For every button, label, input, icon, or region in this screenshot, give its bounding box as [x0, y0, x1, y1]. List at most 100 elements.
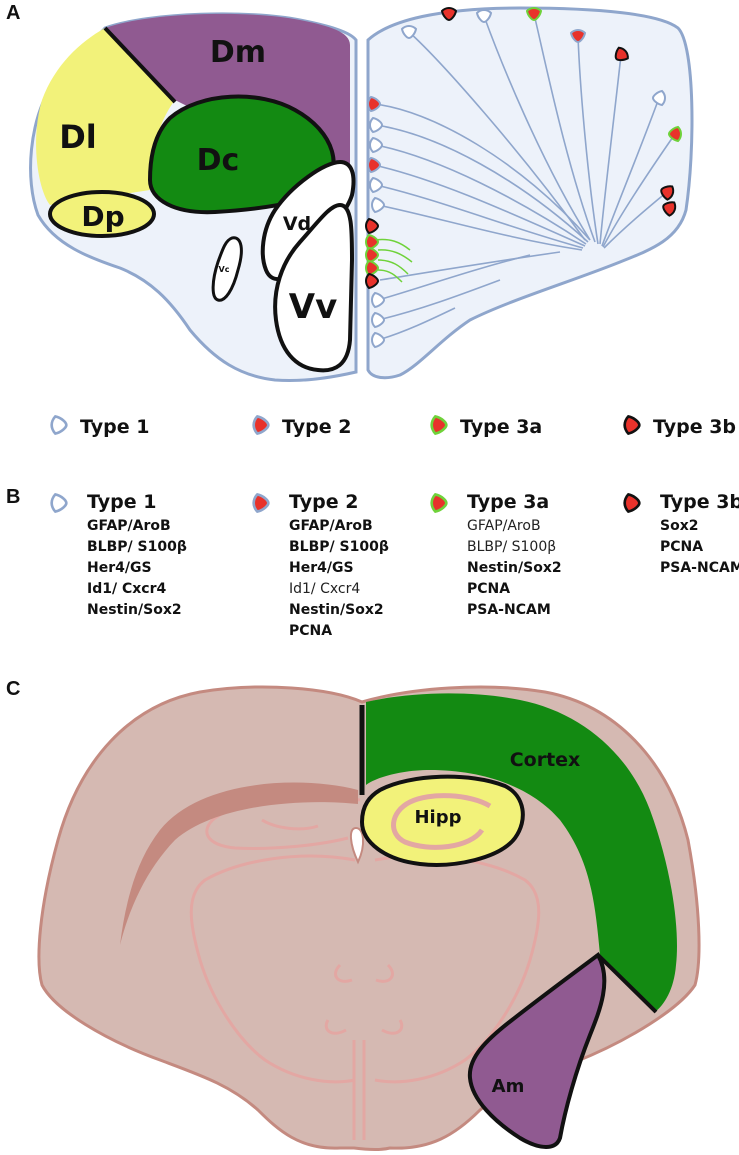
panel-letter-c: C: [6, 678, 21, 700]
neuroblast-black-icon: [623, 492, 641, 518]
progenitor-cells: [364, 6, 683, 349]
radial-glia-empty-icon: [370, 291, 386, 309]
radial-fiber: [603, 191, 668, 249]
legend-item-4: Type 3b: [623, 414, 736, 440]
legend-item-2: Type 2: [252, 414, 351, 440]
radial-fiber: [375, 144, 587, 245]
radial-fiber: [599, 54, 622, 245]
marker-positive: Her4/GS: [289, 560, 354, 576]
label-dc: Dc: [197, 143, 240, 178]
marker-column-title: Type 3b: [660, 491, 739, 513]
legend-label: Type 3b: [653, 416, 737, 438]
marker-column-title: Type 2: [289, 491, 359, 513]
neuroblast-migration-trails: [375, 238, 413, 283]
label-vd: Vd: [283, 213, 311, 235]
region-am: [467, 952, 607, 1149]
radial-fiber: [379, 251, 561, 281]
radial-glia-fibers: [373, 13, 676, 341]
radial-fiber: [601, 97, 660, 247]
label-dm: Dm: [210, 35, 266, 70]
radial-fiber: [377, 254, 531, 301]
marker-column-title: Type 1: [87, 491, 157, 513]
region-dp: [48, 190, 156, 238]
marker-positive: Nestin/Sox2: [289, 602, 384, 618]
neuroblast-green-icon: [667, 125, 683, 143]
marker-positive: PCNA: [289, 623, 333, 639]
marker-positive: Nestin/Sox2: [467, 560, 562, 576]
radial-glia-red-icon: [252, 492, 270, 518]
radial-fiber: [375, 184, 584, 249]
neuroblast-black-icon: [364, 217, 380, 235]
marker-column-title: Type 3a: [467, 491, 550, 513]
dm-dl-border: [103, 26, 177, 104]
radial-fiber: [408, 31, 586, 241]
ventricle-3: [350, 826, 364, 865]
radial-glia-empty-icon: [370, 196, 386, 214]
marker-positive: BLBP/ S100β: [87, 539, 187, 555]
radial-glia-red-icon: [366, 95, 382, 113]
marker-positive: Nestin/Sox2: [87, 602, 182, 618]
label-am: Am: [492, 1076, 525, 1097]
corpus-callosum: [120, 782, 358, 945]
panel-letter-a: A: [6, 2, 21, 24]
legend-item-3: Type 3a: [430, 414, 542, 440]
radial-fiber: [577, 35, 599, 245]
legend-label: Type 2: [282, 416, 352, 438]
neuroblast-black-icon: [440, 6, 458, 22]
neuroblast-black-icon: [662, 201, 677, 217]
neuroblast-black-icon: [614, 46, 629, 62]
radial-fiber: [377, 279, 501, 321]
label-dp: Dp: [81, 200, 124, 233]
radial-fiber: [533, 13, 596, 243]
right-hemisphere: [366, 6, 694, 380]
label-vc: Vc: [219, 265, 230, 274]
neuroblast-black-icon: [623, 414, 641, 440]
marker-negative: Id1/ Cxcr4: [289, 581, 361, 597]
radial-glia-red-icon: [569, 28, 587, 44]
radial-fiber: [373, 164, 586, 247]
radial-glia-empty-icon: [651, 89, 667, 107]
marker-negative: BLBP/ S100β: [467, 539, 557, 555]
radial-fiber: [602, 133, 676, 248]
label-hipp: Hipp: [414, 807, 461, 828]
marker-positive: Her4/GS: [87, 560, 152, 576]
marker-positive: PCNA: [467, 581, 511, 597]
neuroblast-green-icon: [430, 492, 448, 518]
marker-positive: PSA-NCAM: [660, 560, 739, 576]
hipp-dentate: [391, 793, 492, 850]
radial-glia-empty-icon: [368, 136, 384, 154]
legend-label: Type 1: [80, 416, 150, 438]
neuroblast-green-icon: [525, 6, 543, 22]
marker-positive: BLBP/ S100β: [289, 539, 389, 555]
cortex-am-border: [596, 953, 658, 1014]
label-cortex: Cortex: [510, 749, 581, 771]
radial-glia-empty-icon: [368, 116, 384, 134]
region-vc: [211, 236, 243, 302]
radial-glia-red-icon: [252, 414, 270, 440]
radial-fiber: [373, 103, 591, 241]
legend-label: Type 3a: [460, 416, 543, 438]
radial-glia-empty-icon: [370, 311, 386, 329]
neuroblast-black-icon: [660, 185, 675, 201]
radial-glia-empty-icon: [370, 331, 386, 349]
marker-positive: PCNA: [660, 539, 704, 555]
marker-positive: GFAP/AroB: [87, 518, 171, 534]
radial-fiber: [483, 15, 591, 241]
marker-positive: Id1/ Cxcr4: [87, 581, 167, 597]
radial-fiber: [375, 124, 589, 243]
marker-positive: Sox2: [660, 518, 699, 534]
radial-fiber: [377, 307, 456, 341]
region-dl: [36, 28, 175, 205]
panel-c-diagram: Cortex Hipp Am: [37, 685, 701, 1151]
marker-negative: GFAP/AroB: [467, 518, 541, 534]
radial-glia-empty-icon: [475, 8, 493, 24]
